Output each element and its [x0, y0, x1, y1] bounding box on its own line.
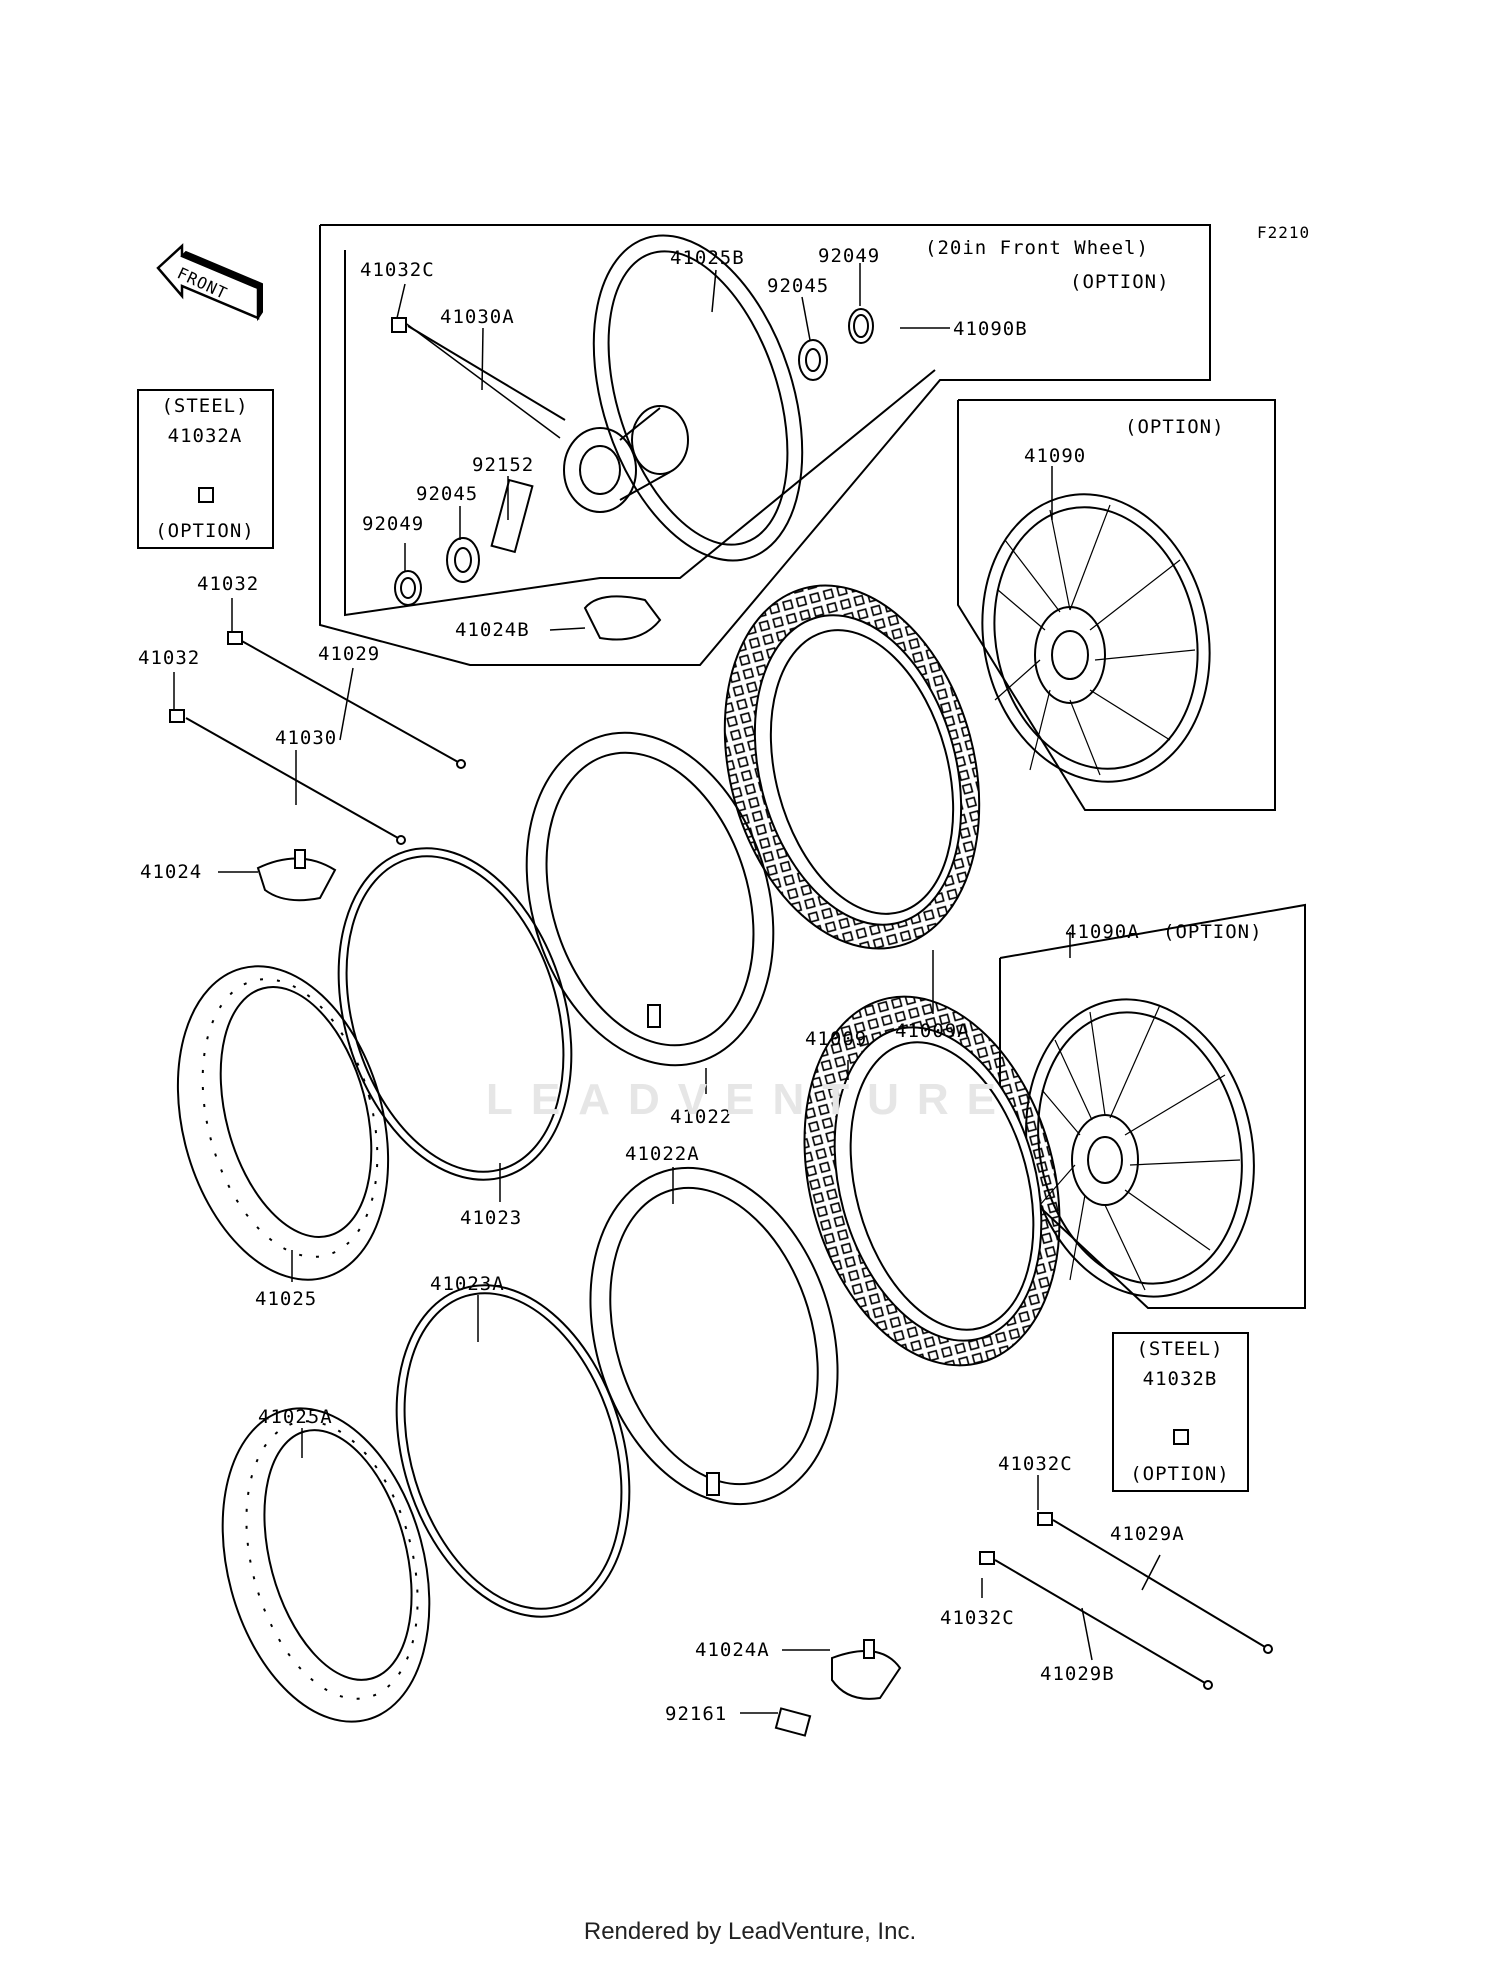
rim-lock-41024a-drawing [831, 1650, 902, 1700]
part-label-41025: 41025 [255, 1288, 317, 1310]
part-label-92045-top: 92045 [767, 275, 829, 297]
rim-band-41023-drawing [337, 847, 573, 1181]
tube-41022-drawing [525, 731, 775, 1067]
box-note-41090-option: (OPTION) [1125, 416, 1225, 438]
part-label-92049-bottom: 92049 [362, 513, 424, 535]
part-label-41032-a: 41032 [197, 573, 259, 595]
rim-41025a-drawing [221, 1407, 431, 1723]
box-title-20in-front-wheel: (20in Front Wheel) [925, 237, 1149, 259]
part-label-41090: 41090 [1024, 445, 1086, 467]
tire-41009-drawing [803, 995, 1061, 1367]
diagram-code: F2210 [1257, 223, 1310, 242]
steel-a-part: 41032A [168, 425, 243, 447]
part-label-41090a: 41090A [1065, 921, 1140, 943]
tire-41009a-drawing [723, 584, 981, 950]
part-label-41032c-right-1: 41032C [998, 1453, 1073, 1475]
part-92161-drawing [774, 1707, 812, 1737]
steel-b-bottom: (OPTION) [1130, 1463, 1230, 1485]
part-label-41025a: 41025A [258, 1406, 333, 1428]
option-box-20in-front-wheel [319, 224, 1211, 666]
part-label-92049-top: 92049 [818, 245, 880, 267]
part-label-41024b: 41024B [455, 619, 530, 641]
footer-credit: Rendered by LeadVenture, Inc. [583, 1918, 917, 1945]
part-label-41023a: 41023A [430, 1273, 505, 1295]
part-label-41030a: 41030A [440, 306, 515, 328]
part-label-41032c-right-2: 41032C [940, 1607, 1015, 1629]
steel-b-part: 41032B [1143, 1368, 1218, 1390]
part-label-41090b: 41090B [953, 318, 1028, 340]
part-label-41029a: 41029A [1110, 1523, 1185, 1545]
tube-41022a-drawing [589, 1166, 839, 1506]
part-label-92045-bottom: 92045 [416, 483, 478, 505]
part-label-41009: 41009 [805, 1028, 867, 1050]
front-arrow-icon [156, 243, 263, 322]
part-label-41032c-top: 41032C [360, 259, 435, 281]
rim-band-41023a-drawing [395, 1284, 631, 1618]
spoke-wheel-41090-drawing [981, 493, 1211, 783]
part-label-41029: 41029 [318, 643, 380, 665]
box-note-41090a-option: (OPTION) [1163, 921, 1263, 943]
part-label-92152: 92152 [472, 454, 534, 476]
part-label-41024: 41024 [140, 861, 202, 883]
watermark-text: LEADVENTURE [485, 1075, 1015, 1124]
part-label-41022a: 41022A [625, 1143, 700, 1165]
steel-a-top: (STEEL) [161, 395, 248, 417]
part-label-41032-b: 41032 [138, 647, 200, 669]
rim-41025-drawing [176, 965, 390, 1281]
steel-box-41032b [1112, 1332, 1249, 1492]
box-note-20in-option: (OPTION) [1070, 271, 1170, 293]
part-label-92161: 92161 [665, 1703, 727, 1725]
steel-box-41032a [137, 389, 274, 549]
part-label-41009a: 41009A [895, 1020, 970, 1042]
option-box-41090 [957, 399, 1276, 811]
part-label-41024a: 41024A [695, 1639, 770, 1661]
part-label-41029b: 41029B [1040, 1663, 1115, 1685]
rim-41025b-drawing [403, 234, 804, 562]
part-label-41022: 41022 [670, 1106, 732, 1128]
steel-b-top: (STEEL) [1136, 1338, 1223, 1360]
rim-lock-41024-drawing [256, 857, 337, 902]
part-label-41023: 41023 [460, 1207, 522, 1229]
bearing-92045-top [798, 339, 828, 381]
steel-a-bottom: (OPTION) [155, 520, 255, 542]
part-label-41030: 41030 [275, 727, 337, 749]
part-label-41025b: 41025B [670, 247, 745, 269]
